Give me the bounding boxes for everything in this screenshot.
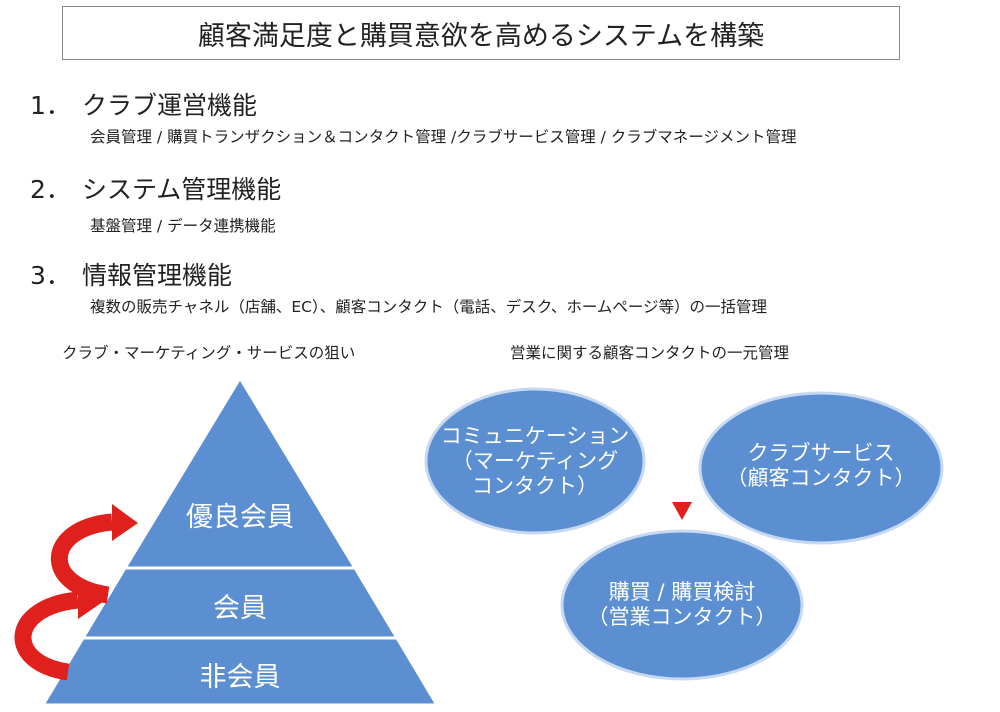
pyramid-caption: クラブ・マーケティング・サービスの狙い (62, 344, 356, 362)
purchase-ellipse (560, 529, 804, 681)
contact-caption: 営業に関する顧客コンタクトの一元管理 (510, 344, 790, 362)
upgrade-arrow-lower (14, 582, 104, 681)
section-3-detail: 複数の販売チャネル（店舗、EC）、顧客コンタクト（電話、デスク、ホームページ等）… (90, 298, 768, 316)
section-1-title: クラブ運営機能 (82, 91, 258, 120)
pyramid-bottom-tier (40, 636, 440, 707)
section-1-heading: 1． クラブ運営機能 (30, 86, 257, 122)
tier-label-non-member: 非会員 (199, 662, 281, 693)
curved-arrow-icon (50, 513, 114, 604)
purchase-label-line1: 購買 / 購買検討 (608, 580, 756, 604)
purchase-label: 購買 / 購買検討 （営業コンタクト） (577, 580, 787, 630)
section-2-number: 2． (30, 175, 71, 204)
communication-ellipse (424, 387, 646, 535)
tier-label-member: 会員 (213, 593, 267, 624)
pyramid-top-tier (122, 375, 358, 570)
section-2-title: システム管理機能 (82, 175, 282, 204)
communication-label-line3: コンタクト） (472, 474, 598, 498)
pyramid (40, 375, 440, 707)
club-service-ellipse (698, 391, 944, 545)
section-1-number: 1． (30, 91, 71, 120)
section-3-number: 3． (30, 261, 71, 290)
communication-label-line2: （マーケティング (451, 449, 619, 473)
section-3-heading: 3． 情報管理機能 (30, 256, 232, 292)
club-service-label-line2: （顧客コンタクト） (726, 466, 916, 490)
down-pointer-icon (672, 502, 692, 520)
communication-label-line1: コミュニケーション (440, 424, 630, 448)
communication-label: コミュニケーション （マーケティング コンタクト） (433, 424, 637, 499)
section-1-detail: 会員管理 / 購買トランザクション＆コンタクト管理 /クラブサービス管理 / ク… (90, 128, 797, 146)
section-2-detail: 基盤管理 / データ連携機能 (90, 217, 276, 235)
purchase-label-line2: （営業コンタクト） (587, 605, 777, 629)
page-title: 顧客満足度と購買意欲を高めるシステムを構築 (62, 6, 900, 60)
arrowhead-icon (112, 504, 138, 541)
club-service-label-line1: クラブサービス (747, 441, 895, 465)
tier-label-premium: 優良会員 (186, 502, 294, 533)
section-3-title: 情報管理機能 (82, 261, 233, 290)
arrowhead-icon (78, 582, 104, 619)
club-service-label: クラブサービス （顧客コンタクト） (716, 441, 926, 491)
curved-arrow-icon (14, 591, 80, 681)
contact-ellipses (424, 387, 944, 681)
section-2-heading: 2． システム管理機能 (30, 170, 281, 206)
